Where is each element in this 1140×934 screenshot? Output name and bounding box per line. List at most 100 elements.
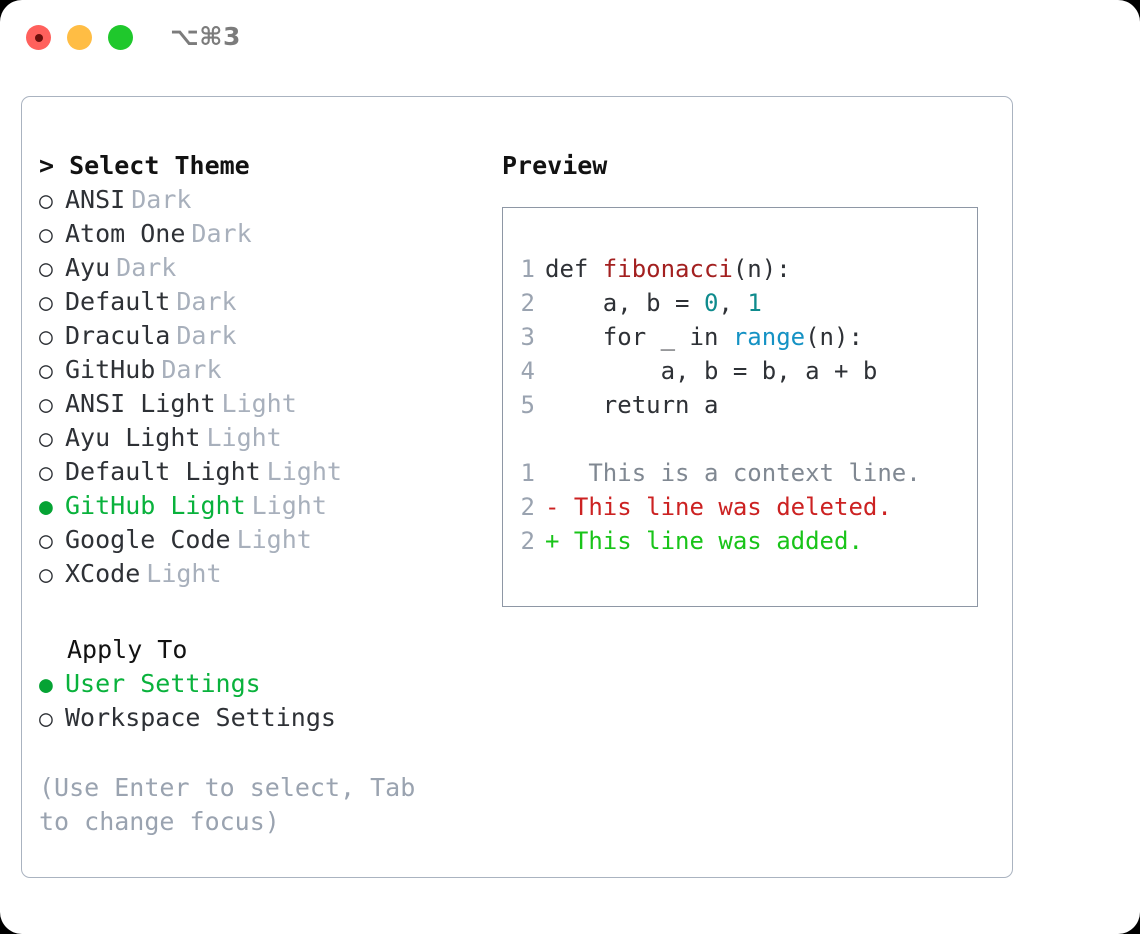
radio-unselected-icon[interactable]: ○ xyxy=(39,426,53,452)
theme-name: Ayu Light xyxy=(65,423,201,452)
radio-unselected-icon[interactable]: ○ xyxy=(39,562,53,588)
title-bar: ⌥⌘3 xyxy=(0,0,1140,78)
code-token: 1 xyxy=(747,289,762,317)
theme-name: ANSI xyxy=(65,185,126,214)
code-line: 5 return a xyxy=(503,388,977,422)
theme-name: Dracula xyxy=(65,321,171,350)
radio-unselected-icon[interactable]: ○ xyxy=(39,460,53,486)
radio-unselected-icon[interactable]: ○ xyxy=(39,706,53,732)
keyboard-shortcut-label: ⌥⌘3 xyxy=(170,22,241,51)
diff-line: 2 + This line was added. xyxy=(503,524,977,558)
code-token: a, b = b, a + b xyxy=(545,357,878,385)
theme-variant-label: Dark xyxy=(176,321,237,350)
keyboard-hint-text: (Use Enter to select, Tab to change focu… xyxy=(39,773,431,836)
code-token: fibonacci xyxy=(602,255,733,283)
radio-selected-icon[interactable]: ● xyxy=(39,494,53,520)
line-number: 3 xyxy=(520,323,535,351)
radio-unselected-icon[interactable]: ○ xyxy=(39,528,53,554)
diff-line: 2- This line was deleted. xyxy=(503,490,977,524)
line-number: 2 xyxy=(520,493,535,521)
radio-unselected-icon[interactable]: ○ xyxy=(39,222,53,248)
theme-variant-label: Light xyxy=(206,423,282,452)
apply-to-options[interactable]: ● User Settings ○ Workspace Settings xyxy=(39,667,479,735)
diff-text: This line was added. xyxy=(559,527,863,555)
code-line: 2 a, b = 0, 1 xyxy=(503,286,977,320)
theme-name: ANSI Light xyxy=(65,389,216,418)
radio-unselected-icon[interactable]: ○ xyxy=(39,256,53,282)
code-token: (n): xyxy=(805,323,863,351)
line-number: 4 xyxy=(520,357,535,385)
diff-text: This is a context line. xyxy=(559,459,921,487)
code-token: a, b = xyxy=(545,289,704,317)
apply-to-option[interactable]: ○ Workspace Settings xyxy=(39,701,479,735)
theme-variant-label: Dark xyxy=(116,253,177,282)
theme-name: GitHub Light xyxy=(65,491,246,520)
code-token: range xyxy=(732,323,806,351)
line-number: 2 xyxy=(520,527,535,555)
theme-variant-label: Dark xyxy=(191,219,252,248)
line-number: 1 xyxy=(520,255,535,283)
radio-unselected-icon[interactable]: ○ xyxy=(39,324,53,350)
apply-to-label: Apply To xyxy=(67,635,188,664)
maximize-button[interactable] xyxy=(108,25,133,50)
apply-to-option-label: Workspace Settings xyxy=(65,703,336,732)
theme-variant-label: Light xyxy=(266,457,342,486)
apply-to-option-label: User Settings xyxy=(65,669,261,698)
theme-name: XCode xyxy=(65,559,141,588)
diff-sign xyxy=(545,456,559,490)
radio-unselected-icon[interactable]: ○ xyxy=(39,392,53,418)
line-number: 5 xyxy=(520,391,535,419)
code-token: , xyxy=(718,289,748,317)
theme-variant-label: Light xyxy=(221,389,297,418)
code-token: for _ in xyxy=(545,323,733,351)
theme-name: Default xyxy=(65,287,171,316)
theme-variant-label: Dark xyxy=(161,355,222,384)
diff-text: This line was deleted. xyxy=(559,493,892,521)
radio-selected-icon[interactable]: ● xyxy=(39,672,53,698)
theme-name: Google Code xyxy=(65,525,231,554)
close-button[interactable] xyxy=(26,25,51,50)
select-theme-heading: > Select Theme xyxy=(39,151,250,180)
minimize-button[interactable] xyxy=(67,25,92,50)
radio-unselected-icon[interactable]: ○ xyxy=(39,188,53,214)
radio-unselected-icon[interactable]: ○ xyxy=(39,290,53,316)
theme-variant-label: Dark xyxy=(131,185,192,214)
diff-sign: + xyxy=(545,527,560,555)
theme-variant-label: Light xyxy=(236,525,312,554)
line-number: 1 xyxy=(520,459,535,487)
apply-to-option[interactable]: ● User Settings xyxy=(39,667,479,701)
preview-heading: Preview xyxy=(502,151,608,180)
theme-variant-label: Light xyxy=(251,491,327,520)
code-token: def xyxy=(545,255,603,283)
diff-line: 1 This is a context line. xyxy=(503,456,977,490)
code-token: return a xyxy=(545,391,719,419)
diff-sample: 1 This is a context line.2- This line wa… xyxy=(503,456,977,558)
theme-name: Atom One xyxy=(65,219,186,248)
theme-name: Default Light xyxy=(65,457,261,486)
code-token: 0 xyxy=(703,289,719,317)
theme-variant-label: Light xyxy=(146,559,222,588)
code-line: 3 for _ in range(n): xyxy=(503,320,977,354)
radio-unselected-icon[interactable]: ○ xyxy=(39,358,53,384)
code-line: 4 a, b = b, a + b xyxy=(503,354,977,388)
